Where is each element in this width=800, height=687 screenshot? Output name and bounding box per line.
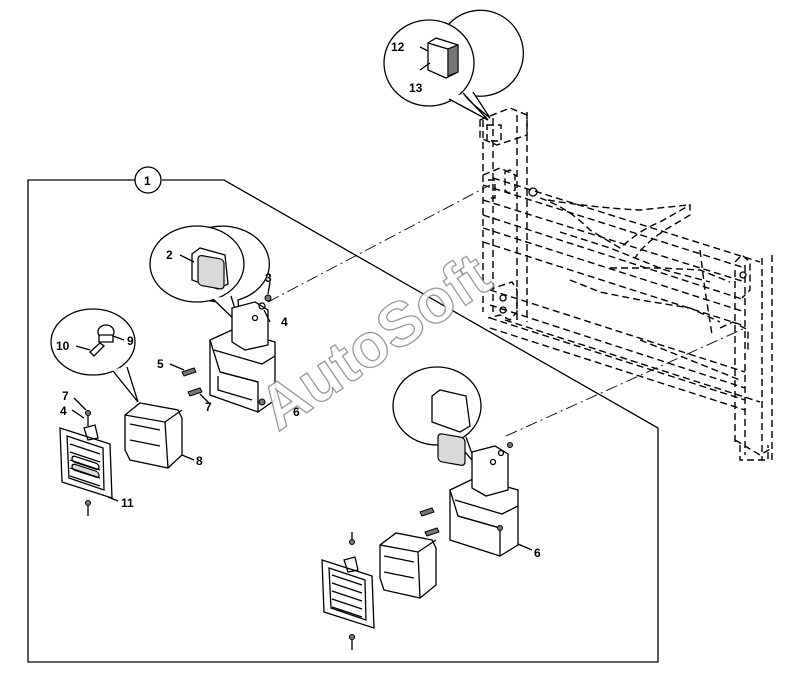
callout-4-upper: 4 [281,315,288,329]
callout-10: 10 [56,339,70,353]
callout-4-lower: 4 [60,404,67,418]
group-label-1: 1 [144,174,151,188]
callout-labels: 1 2 3 4 4 5 6 6 7 7 8 9 10 11 12 13 [56,40,541,560]
callout-2: 2 [166,248,173,262]
explosion-lines [267,184,746,437]
callout-bubble-9-10 [50,308,139,403]
vehicle-frame [479,107,773,462]
callout-7-upper: 7 [62,389,69,403]
callout-11: 11 [121,496,134,510]
left-lamp-assembly [59,281,276,516]
callout-bubble-12-13 [383,9,524,121]
callout-9: 9 [127,334,134,348]
callout-6-right: 6 [534,546,541,560]
callout-5: 5 [157,357,164,371]
assembly-group-border [27,166,659,663]
callout-8: 8 [196,454,203,468]
callout-3: 3 [265,271,272,285]
callout-12: 12 [391,40,405,54]
callout-6-left: 6 [293,405,300,419]
right-lamp-assembly [321,366,533,650]
callout-13: 13 [409,81,423,95]
callout-7-lower: 7 [205,400,212,414]
